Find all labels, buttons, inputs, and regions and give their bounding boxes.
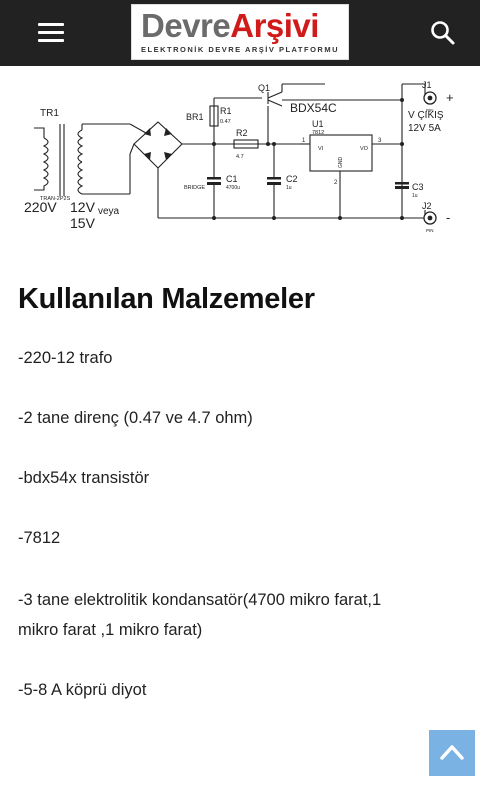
r2-value: 4.7	[236, 154, 244, 160]
veya-label: veya	[98, 206, 120, 217]
r2-label: R2	[236, 128, 248, 138]
pin2-label: 2	[334, 180, 338, 186]
list-item: -220-12 trafo	[18, 349, 113, 367]
c3-value: 1u	[412, 193, 418, 199]
r1-value: 0.47	[220, 119, 231, 125]
bridge-label: BRIDGE	[184, 185, 205, 191]
list-item: mikro farat ,1 mikro farat)	[18, 621, 203, 639]
c2-label: C2	[286, 174, 298, 184]
list-item: -7812	[18, 529, 61, 547]
q1-label: Q1	[258, 83, 270, 93]
logo-word-arsivi: Arşivi	[230, 7, 319, 44]
v15-label: 15V	[70, 215, 96, 231]
j2-label: J2	[422, 201, 432, 211]
minus-label: -	[446, 210, 450, 225]
pin-gnd-label: GND	[338, 157, 344, 169]
logo-word-devre: Devre	[141, 7, 231, 44]
search-icon[interactable]	[428, 18, 458, 48]
site-logo[interactable]: DevreArşivi ELEKTRONİK DEVRE ARŞİV PLATF…	[131, 4, 349, 60]
u1-part: 7812	[312, 130, 324, 136]
tr1-label: TR1	[40, 108, 59, 119]
pin3-label: 3	[378, 138, 382, 144]
r1-label: R1	[220, 106, 232, 116]
u1-label: U1	[312, 119, 324, 129]
output-label: V ÇIKIŞ	[408, 110, 444, 121]
c1-label: C1	[226, 174, 238, 184]
page-heading: Kullanılan Malzemeler	[18, 283, 315, 315]
j2-pin-label: PIN	[426, 228, 434, 233]
plus-label: +	[446, 90, 454, 105]
list-item: -5-8 A köprü diyot	[18, 681, 147, 699]
j1-label: J1	[422, 80, 432, 90]
list-item: -2 tane direnç (0.47 ve 4.7 ohm)	[18, 409, 253, 427]
c1-value: 4700u	[226, 185, 240, 191]
chevron-up-icon	[440, 745, 464, 760]
list-item: -bdx54x transistör	[18, 469, 150, 487]
list-item: -3 tane elektrolitik kondansatör(4700 mi…	[18, 591, 382, 609]
pin-vo-label: VO	[360, 146, 369, 152]
q1-part: BDX54C	[290, 101, 337, 115]
hamburger-menu-icon[interactable]	[36, 20, 66, 46]
circuit-schematic: TR1 TRAN-2P2S 220V 12V veya 15V BR1 BRID…	[24, 80, 454, 233]
c2-value: 1u	[286, 185, 292, 191]
br1-label: BR1	[186, 112, 204, 122]
top-bar: DevreArşivi ELEKTRONİK DEVRE ARŞİV PLATF…	[0, 0, 480, 66]
pin1-label: 1	[302, 138, 306, 144]
v12-label: 12V	[70, 199, 96, 215]
output-rating: 12V 5A	[408, 123, 441, 134]
scroll-to-top-button[interactable]	[429, 730, 475, 776]
j1-pin-label: PIN	[426, 108, 434, 113]
logo-tagline: ELEKTRONİK DEVRE ARŞİV PLATFORMU	[140, 45, 339, 54]
c3-label: C3	[412, 182, 424, 192]
pin-vi-label: VI	[318, 146, 324, 152]
v220-label: 220V	[24, 199, 57, 215]
tran-label: TRAN-2P2S	[40, 196, 71, 202]
